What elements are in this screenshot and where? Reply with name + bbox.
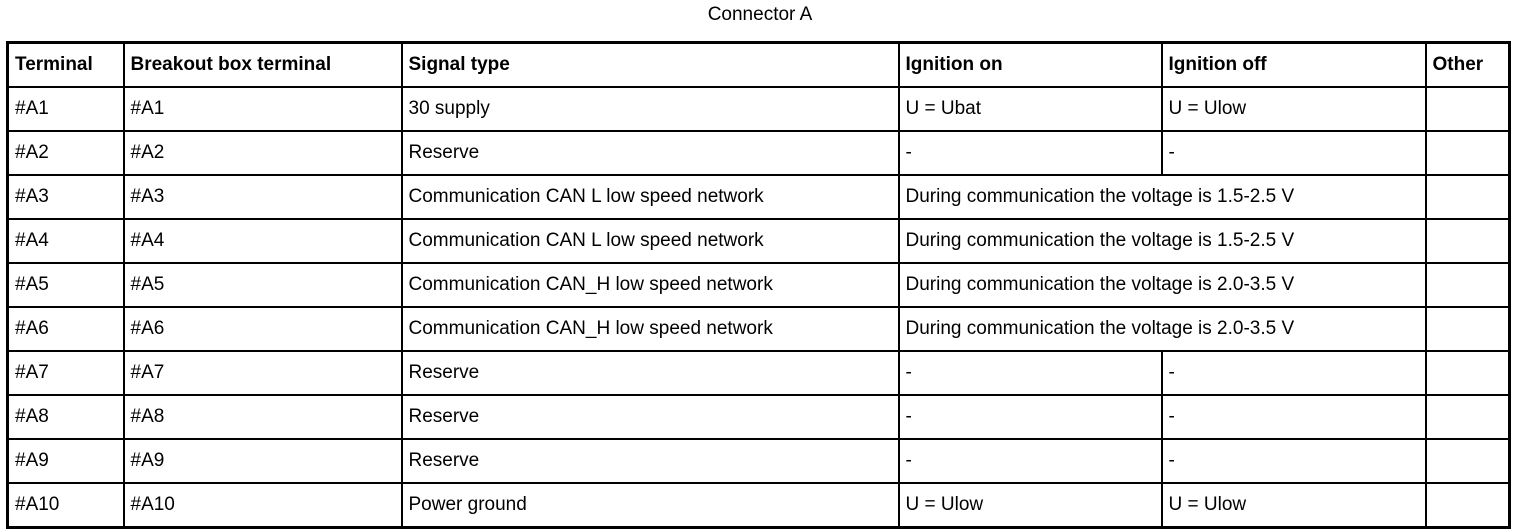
cell-other — [1424, 350, 1511, 396]
cell-breakout-terminal: #A1 — [122, 86, 403, 132]
cell-other — [1424, 394, 1511, 440]
cell-breakout-terminal: #A8 — [122, 394, 403, 440]
cell-ignition-off: - — [1160, 394, 1427, 440]
cell-ignition-on: - — [897, 130, 1163, 176]
cell-terminal: #A5 — [6, 262, 125, 308]
cell-other — [1424, 262, 1511, 308]
column-header-other: Other — [1424, 41, 1511, 88]
cell-ignition-on: U = Ulow — [897, 482, 1163, 529]
cell-signal-type: Communication CAN_H low speed network — [400, 262, 900, 308]
cell-ignition-off: - — [1160, 438, 1427, 484]
column-header-terminal: Terminal — [6, 41, 125, 88]
cell-other — [1424, 482, 1511, 529]
cell-signal-type: Reserve — [400, 438, 900, 484]
column-header-ignition-on: Ignition on — [897, 41, 1163, 88]
cell-other — [1424, 306, 1511, 352]
cell-breakout-terminal: #A2 — [122, 130, 403, 176]
cell-voltage-note: During communication the voltage is 2.0-… — [897, 306, 1427, 352]
cell-terminal: #A10 — [6, 482, 125, 529]
cell-breakout-terminal: #A7 — [122, 350, 403, 396]
cell-terminal: #A7 — [6, 350, 125, 396]
cell-terminal: #A4 — [6, 218, 125, 264]
cell-signal-type: Communication CAN L low speed network — [400, 174, 900, 220]
cell-terminal: #A8 — [6, 394, 125, 440]
cell-other — [1424, 86, 1511, 132]
cell-breakout-terminal: #A4 — [122, 218, 403, 264]
cell-ignition-off: U = Ulow — [1160, 482, 1427, 529]
cell-signal-type: Reserve — [400, 350, 900, 396]
cell-ignition-on: U = Ubat — [897, 86, 1163, 132]
cell-signal-type: 30 supply — [400, 86, 900, 132]
page-root: Connector A Terminal Breakout box termin… — [6, 4, 1511, 529]
table-header: Terminal Breakout box terminal Signal ty… — [6, 41, 1511, 88]
cell-signal-type: Reserve — [400, 130, 900, 176]
connector-table-wrapper: Terminal Breakout box terminal Signal ty… — [6, 41, 1511, 529]
cell-breakout-terminal: #A9 — [122, 438, 403, 484]
cell-ignition-off: - — [1160, 350, 1427, 396]
column-header-ignition-off: Ignition off — [1160, 41, 1427, 88]
cell-breakout-terminal: #A10 — [122, 482, 403, 529]
cell-ignition-on: - — [897, 394, 1163, 440]
cell-other — [1424, 130, 1511, 176]
column-header-breakout: Breakout box terminal — [122, 41, 403, 88]
cell-terminal: #A6 — [6, 306, 125, 352]
cell-voltage-note: During communication the voltage is 1.5-… — [897, 174, 1427, 220]
connector-pinout-table: Terminal Breakout box terminal Signal ty… — [6, 41, 1511, 529]
cell-other — [1424, 218, 1511, 264]
table-header-row: Terminal Breakout box terminal Signal ty… — [6, 41, 1511, 88]
page-title: Connector A — [707, 4, 813, 25]
cell-breakout-terminal: #A3 — [122, 174, 403, 220]
cell-voltage-note: During communication the voltage is 2.0-… — [897, 262, 1427, 308]
cell-ignition-off: - — [1160, 130, 1427, 176]
cell-other — [1424, 438, 1511, 484]
cell-terminal: #A1 — [6, 86, 125, 132]
cell-ignition-off: U = Ulow — [1160, 86, 1427, 132]
cell-terminal: #A3 — [6, 174, 125, 220]
cell-terminal: #A9 — [6, 438, 125, 484]
column-header-signal-type: Signal type — [400, 41, 900, 88]
cell-signal-type: Reserve — [400, 394, 900, 440]
cell-breakout-terminal: #A6 — [122, 306, 403, 352]
cell-breakout-terminal: #A5 — [122, 262, 403, 308]
cell-other — [1424, 174, 1511, 220]
cell-terminal: #A2 — [6, 130, 125, 176]
cell-voltage-note: During communication the voltage is 1.5-… — [897, 218, 1427, 264]
cell-ignition-on: - — [897, 438, 1163, 484]
cell-signal-type: Power ground — [400, 482, 900, 529]
cell-signal-type: Communication CAN L low speed network — [400, 218, 900, 264]
cell-ignition-on: - — [897, 350, 1163, 396]
cell-signal-type: Communication CAN_H low speed network — [400, 306, 900, 352]
